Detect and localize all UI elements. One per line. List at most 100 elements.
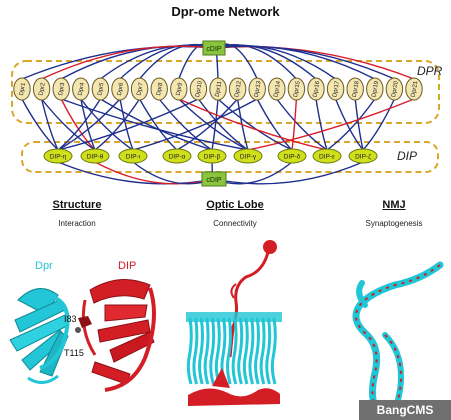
dip-node: DIP-η [43, 148, 73, 164]
dpr-node-label: Dpr16 [313, 80, 322, 98]
dip-node-label: DIP-β [204, 154, 221, 161]
dpr-node: Dpr13 [248, 77, 266, 101]
network-edge [213, 45, 395, 80]
optic-lobe-subtitle: Connectivity [213, 219, 257, 228]
dip-node: DIP-δ [277, 148, 307, 164]
dpr-node: Dpr10 [189, 77, 208, 101]
dpr-node-label: Dpr20 [391, 80, 400, 98]
dpr-node-label: Dpr14 [273, 80, 282, 98]
dip-node-label: DIP-ι [126, 154, 141, 161]
network-edge [60, 98, 96, 151]
lobe-column [226, 317, 232, 385]
dip-node-label: DIP-δ [284, 154, 301, 161]
dpr-node: Dpr12 [228, 77, 247, 101]
network-edge [21, 98, 59, 151]
dpr-group-label: DPR [417, 64, 443, 78]
dip-group-box [21, 141, 439, 173]
protein-structure-image [9, 279, 156, 392]
dpr-node-label: Dpr12 [234, 80, 243, 98]
lobe-column [203, 317, 210, 385]
lobe-column [242, 317, 249, 385]
network-edge [132, 98, 258, 151]
dpr-node-label: Dpr10 [195, 80, 204, 98]
network-edge [213, 161, 364, 185]
network-edge [94, 98, 141, 151]
cdip-bottom-label: cDIP [206, 177, 222, 184]
structure-dpr-label: Dpr [35, 260, 53, 272]
dpr-node: Dpr11 [209, 77, 227, 101]
network-edge [213, 44, 337, 80]
dpr-node-label: Dpr7 [137, 82, 145, 97]
network-edge [276, 98, 328, 151]
dpr-node: Dpr5 [91, 77, 110, 101]
dpr-node-label: Dpr18 [352, 80, 361, 98]
dpr-node-label: Dpr15 [293, 80, 302, 98]
dpr-node-label: Dpr5 [97, 82, 105, 97]
network-edge [57, 98, 101, 151]
optic-lobe-image [186, 240, 282, 406]
lobe-column [186, 317, 193, 385]
dip-node-label: DIP-ε [319, 154, 335, 161]
dpr-node: Dpr4 [72, 77, 90, 101]
dpr-node-label: Dpr11 [215, 80, 224, 97]
network-edge [256, 98, 293, 151]
lobe-column [231, 317, 238, 385]
lobe-column [254, 317, 260, 385]
network-edge [57, 98, 121, 151]
lobe-column [270, 317, 277, 385]
dpr-node: Dpr14 [268, 77, 286, 101]
network-edge [354, 98, 364, 151]
dpr-node-label: Dpr9 [176, 82, 184, 97]
dip-node-label: DIP-η [50, 154, 67, 161]
watermark: BangCMS [359, 400, 451, 420]
optic-lobe-title: Optic Lobe [206, 199, 264, 211]
lobe-column [192, 317, 199, 385]
dpr-node: Dpr9 [170, 77, 188, 101]
dip-node-label: DIP-γ [240, 154, 257, 161]
dpr-node-label: Dpr6 [117, 82, 125, 97]
lobe-column [248, 317, 255, 385]
dpr-node: Dpr17 [326, 77, 345, 101]
dip-node-label: DIP-α [169, 154, 186, 161]
network-edge [211, 98, 219, 151]
dip-node: DIP-β [197, 148, 227, 164]
network-edge [326, 98, 376, 151]
nmj-image [352, 261, 444, 418]
network-edge [362, 98, 396, 151]
lobe-column [259, 317, 266, 385]
dpr-node: Dpr21 [405, 77, 423, 101]
network-edge [94, 161, 215, 185]
dip-node: DIP-γ [233, 148, 263, 164]
cdip-top-label: cDIP [206, 46, 222, 53]
dpr-node-label: Dpr17 [332, 80, 341, 98]
dip-node: DIP-ε [312, 148, 342, 164]
lobe-column [214, 317, 221, 385]
dpr-node: Dpr15 [287, 77, 306, 101]
network-edge [41, 45, 215, 80]
dpr-node: Dpr20 [385, 77, 404, 101]
dpr-node: Dpr2 [32, 77, 51, 101]
dpr-node-label: Dpr8 [156, 82, 164, 97]
network-edge [80, 98, 134, 151]
network-edge [334, 98, 364, 151]
lobe-band [186, 312, 282, 322]
dip-node-label: DIP-ζ [355, 154, 371, 161]
dip-node-layer: DIP-η DIP-θ DIP-ι DIP-α DIP-β DIP-γ DIP-δ DIP-ε… [43, 148, 378, 164]
dip-node: DIP-ζ [348, 148, 378, 164]
dpr-node-label: Dpr1 [19, 82, 27, 97]
nmj-title: NMJ [382, 199, 406, 211]
network-edge [247, 98, 415, 151]
network-edge [176, 98, 239, 151]
page-title: Dpr-ome Network [171, 4, 280, 19]
dip-node: DIP-θ [80, 148, 110, 164]
structure-title: Structure [52, 199, 102, 211]
dpr-node-label: Dpr2 [39, 82, 47, 97]
dip-node: DIP-ι [118, 148, 148, 164]
network-edge [40, 98, 59, 151]
dpr-node: Dpr7 [130, 77, 149, 101]
dip-node: DIP-α [162, 148, 192, 164]
cdip-bottom-hub: cDIP [201, 171, 227, 187]
network-edge [60, 98, 249, 151]
network-edge [291, 98, 298, 151]
